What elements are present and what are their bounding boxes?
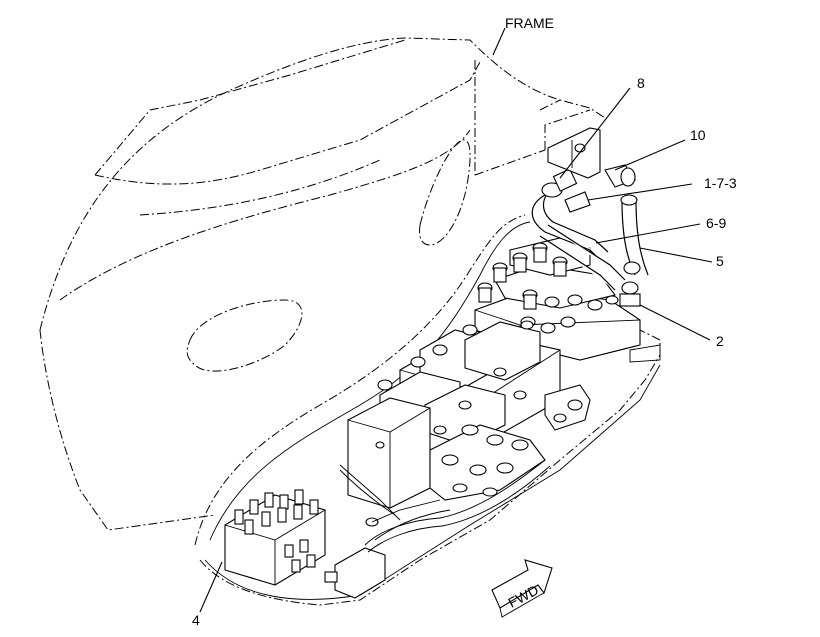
forward-arrow-icon: FWD <box>491 559 553 618</box>
callout-1-7-3: 1-7-3 <box>704 175 737 191</box>
harness-lines <box>339 459 551 553</box>
callout-6-9: 6-9 <box>706 215 726 231</box>
solenoid-fittings <box>377 320 534 435</box>
lower-valve-block <box>347 384 591 509</box>
callout-8: 8 <box>637 75 645 91</box>
electrical-connector <box>324 499 441 599</box>
callout-2: 2 <box>716 333 724 349</box>
callout-4: 4 <box>192 612 200 628</box>
manifold-block <box>224 489 326 586</box>
frame-outline <box>39 37 661 606</box>
hoses <box>531 127 649 307</box>
valve-fittings-upper <box>477 242 619 334</box>
frame-label: FRAME <box>505 15 554 31</box>
callout-10: 10 <box>690 127 706 143</box>
callout-leaders <box>199 27 713 613</box>
fwd-label: FWD <box>505 582 541 611</box>
callout-5: 5 <box>716 253 724 269</box>
